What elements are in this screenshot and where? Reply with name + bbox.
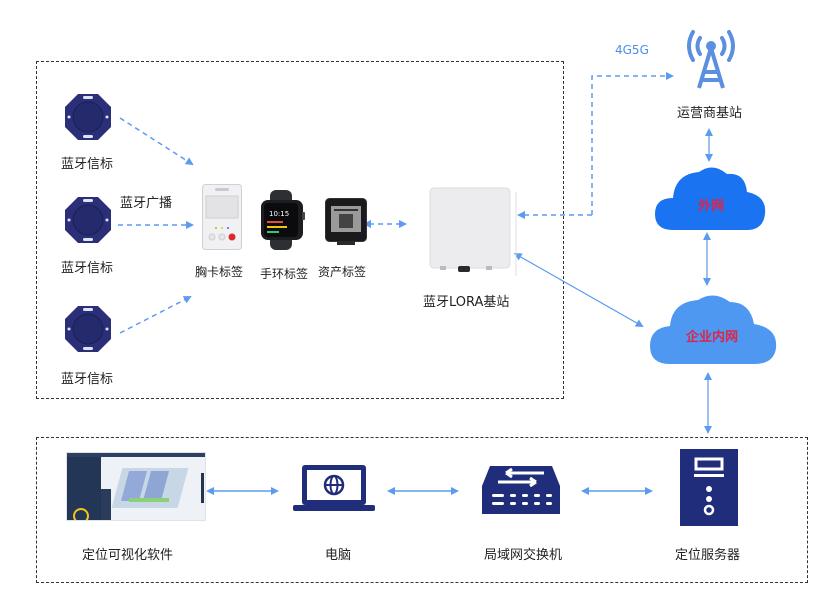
badge-tag-label: 胸卡标签	[195, 265, 244, 279]
wristband-tag-label: 手环标签	[260, 267, 309, 281]
asset-tag-label: 资产标签	[318, 265, 367, 279]
intranet-cloud-label: 企业内网	[685, 329, 738, 345]
beacon-icon	[65, 306, 111, 352]
beacon-icon	[65, 197, 111, 243]
cell-tower-icon	[687, 30, 735, 89]
field-devices-frame	[36, 61, 564, 399]
wristband-tag-icon: 10:15	[261, 190, 305, 250]
computer-label: 电脑	[325, 548, 352, 563]
lan-switch-label: 局域网交换机	[484, 548, 563, 563]
lora-gateway-label: 蓝牙LORA基站	[423, 295, 510, 310]
beacon-label: 蓝牙信标	[61, 372, 114, 387]
visualization-software-label: 定位可视化软件	[82, 548, 174, 563]
intranet-cloud: 企业内网	[650, 295, 777, 364]
laptop-icon	[293, 465, 375, 511]
external-network-cloud: 外网	[655, 167, 766, 230]
beacon-label: 蓝牙信标	[61, 261, 114, 276]
carrier-station-label: 运营商基站	[677, 106, 743, 121]
gateway-intranet-arrow	[513, 253, 644, 327]
broadcast-label: 蓝牙广播	[120, 196, 173, 211]
backend-frame	[36, 437, 808, 583]
badge-tag-icon	[202, 184, 242, 250]
beacon-label: 蓝牙信标	[61, 157, 114, 172]
beacon-icon	[65, 94, 111, 140]
gateway-4g-path	[591, 72, 674, 215]
beacon1-arrow	[119, 117, 194, 166]
external-cloud-label: 外网	[697, 198, 724, 214]
positioning-server-label: 定位服务器	[675, 548, 741, 563]
beacon3-arrow	[119, 296, 192, 334]
network-switch-icon	[482, 466, 560, 514]
lora-gateway-icon	[429, 187, 517, 276]
network-type-label: 4G5G	[615, 43, 649, 57]
visualization-software-thumbnail	[66, 452, 206, 521]
svg-text:10:15: 10:15	[269, 210, 289, 218]
asset-tag-icon	[325, 198, 367, 245]
server-icon	[680, 449, 738, 526]
